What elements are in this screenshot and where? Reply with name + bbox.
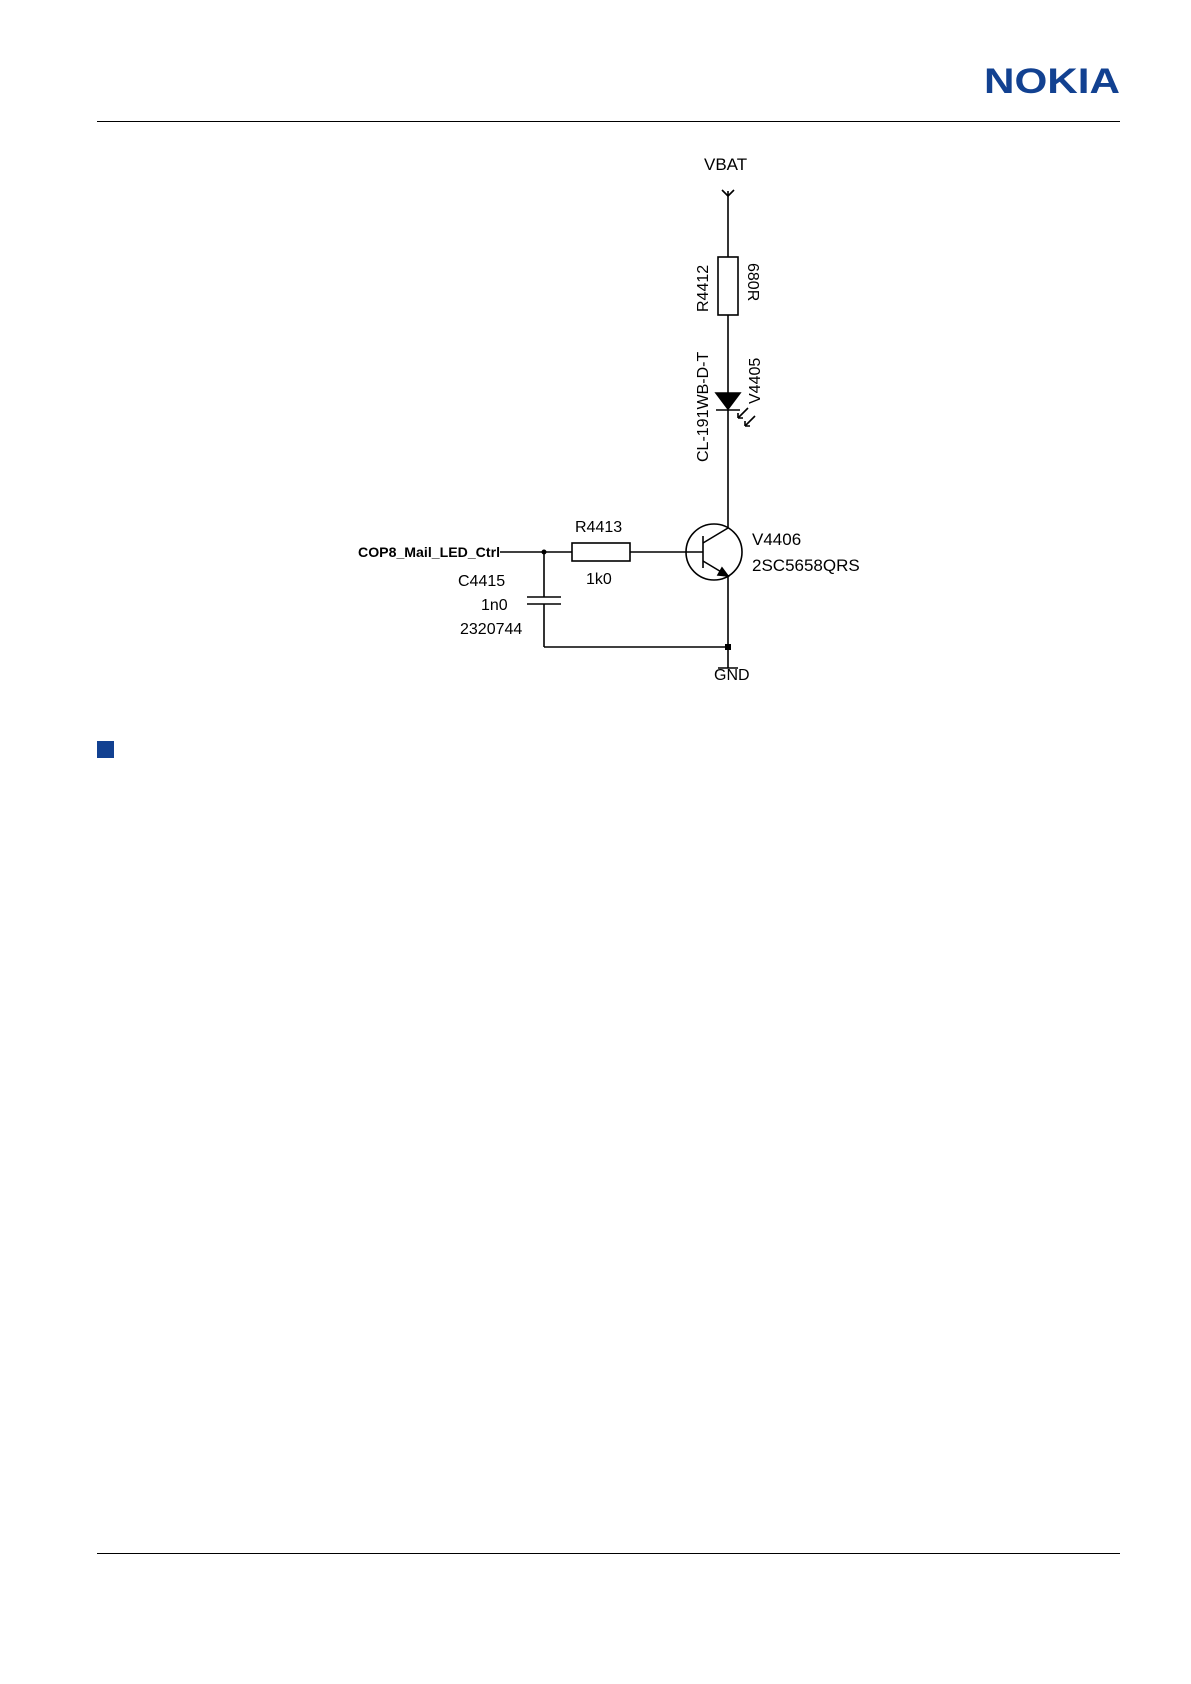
led-driver-schematic: VBAT R4412 680R CL-191WB-D-T V4405 V4406… <box>0 0 1191 720</box>
r4413-symbol <box>572 543 630 561</box>
v4405-led-symbol <box>716 393 740 409</box>
junction-dot-ground <box>725 644 731 650</box>
vbat-label: VBAT <box>704 155 747 174</box>
v4405-ref-label: V4405 <box>747 358 764 404</box>
r4412-value-label: 680R <box>744 263 761 301</box>
signal-label: COP8_Mail_LED_Ctrl <box>358 544 500 560</box>
v4405-part-label: CL-191WB-D-T <box>695 352 712 462</box>
footer-divider <box>97 1553 1120 1554</box>
led-emission-arrowheads <box>738 413 750 426</box>
section-bullet <box>97 741 114 758</box>
led-emission-arrow-2 <box>745 416 755 426</box>
junction-dot-input <box>542 550 547 555</box>
c4415-ref-label: C4415 <box>458 573 505 590</box>
v4406-collector <box>703 528 728 543</box>
v4406-emitter-arrow <box>718 568 728 576</box>
gnd-label: GND <box>714 667 750 684</box>
r4413-ref-label: R4413 <box>575 519 622 536</box>
r4412-symbol <box>718 257 738 315</box>
v4406-part-label: 2SC5658QRS <box>752 556 860 575</box>
c4415-value-label: 1n0 <box>481 597 508 614</box>
c4415-code-label: 2320744 <box>460 621 522 638</box>
r4412-ref-label: R4412 <box>695 265 712 312</box>
r4413-value-label: 1k0 <box>586 571 612 588</box>
v4406-ref-label: V4406 <box>752 530 801 549</box>
